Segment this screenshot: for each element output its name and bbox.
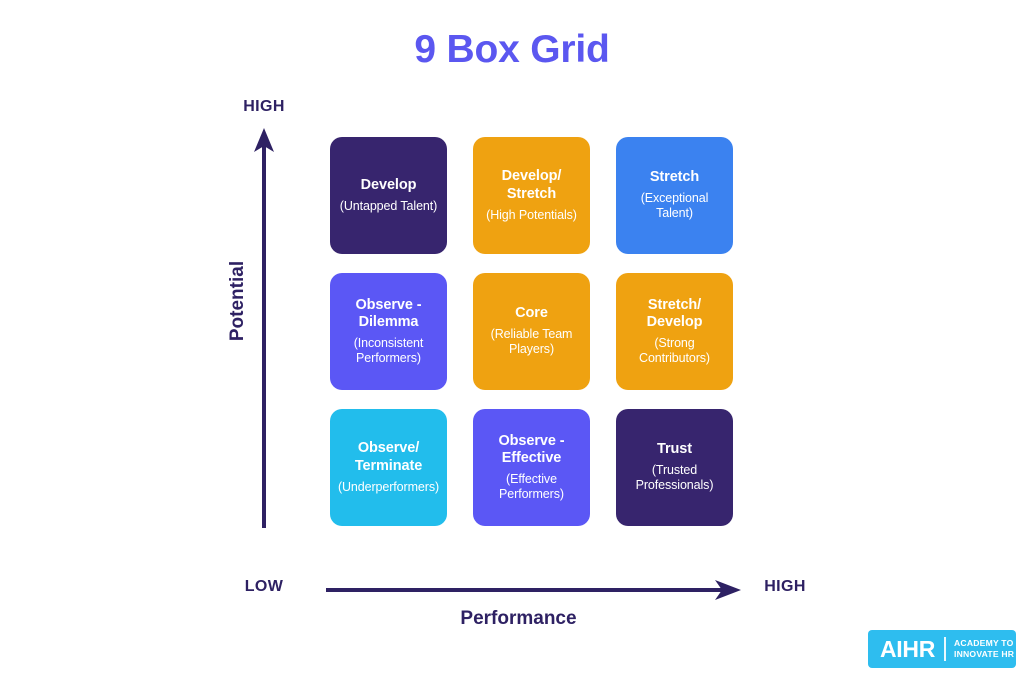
cell-title: Observe -Dilemma bbox=[355, 296, 422, 331]
arrow-up-icon bbox=[254, 128, 274, 528]
x-axis-low-label: LOW bbox=[244, 578, 284, 595]
grid-cell-observe-terminate[interactable]: Observe/Terminate (Underperformers) bbox=[330, 409, 447, 526]
arrow-right-icon bbox=[326, 580, 741, 600]
cell-title: Develop/Stretch bbox=[501, 168, 562, 202]
grid-cell-develop[interactable]: Develop (Untapped Talent) bbox=[330, 137, 447, 254]
cell-subtitle: (High Potentials) bbox=[486, 207, 577, 222]
logo-tagline-line2: INNOVATE HR bbox=[954, 649, 1015, 659]
logo-tagline-line1: ACADEMY TO bbox=[954, 638, 1014, 648]
cell-subtitle: (Underperformers) bbox=[337, 479, 440, 494]
cell-title: Stretch/Develop bbox=[646, 296, 703, 331]
y-axis-high-label: HIGH bbox=[243, 98, 285, 115]
grid-cell-develop-stretch[interactable]: Develop/Stretch (High Potentials) bbox=[473, 137, 590, 254]
x-axis-title: Performance bbox=[460, 608, 577, 629]
cell-title: Core bbox=[515, 305, 548, 322]
y-axis-title: Potential bbox=[227, 260, 248, 342]
x-axis-high-label: HIGH bbox=[764, 578, 806, 595]
cell-title: Observe/Terminate bbox=[354, 440, 423, 474]
cell-title: Stretch bbox=[649, 169, 700, 186]
logo-divider bbox=[944, 637, 947, 661]
nine-box-grid: Develop (Untapped Talent) Develop/Stretc… bbox=[330, 137, 733, 527]
cell-title: Observe -Effective bbox=[498, 432, 565, 467]
aihr-logo[interactable]: AIHR ACADEMY TO INNOVATE HR bbox=[868, 630, 1016, 668]
cell-title: Trust bbox=[657, 441, 692, 458]
page-title: 9 Box Grid bbox=[414, 28, 610, 71]
cell-title: Develop bbox=[360, 177, 417, 194]
logo-wordmark: AIHR bbox=[880, 635, 936, 662]
cell-subtitle: (Untapped Talent) bbox=[339, 198, 438, 213]
logo-tagline: ACADEMY TO INNOVATE HR bbox=[954, 638, 1014, 660]
